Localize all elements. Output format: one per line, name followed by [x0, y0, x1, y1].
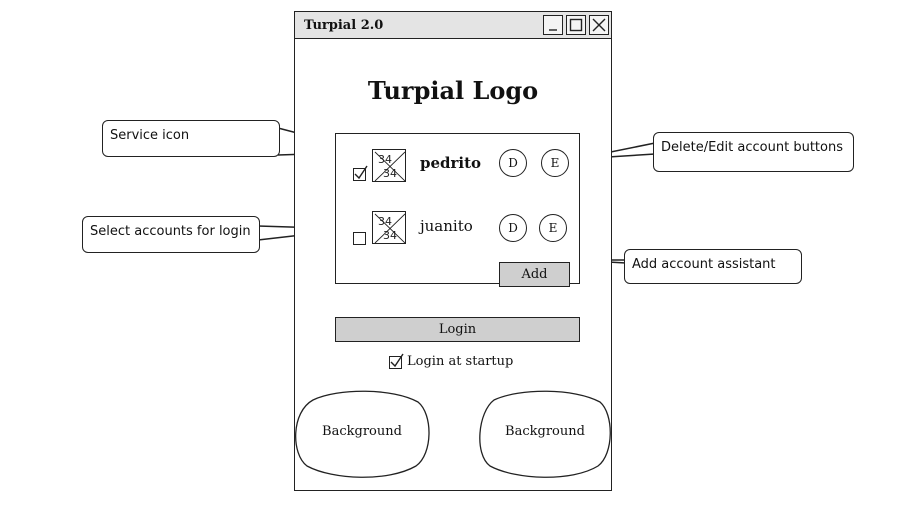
- callout-add-assistant-text: Add account assistant: [632, 257, 776, 272]
- callout-service-icon: Service icon: [102, 120, 280, 157]
- login-at-startup-label: Login at startup: [407, 354, 514, 369]
- callout-select-accounts-text: Select accounts for login: [90, 224, 251, 239]
- account-name-juanito: juanito: [420, 217, 473, 235]
- background-blob-icon: [295, 390, 430, 478]
- minimize-button[interactable]: [543, 15, 563, 35]
- background-shape-left: Background: [293, 390, 431, 478]
- svg-text:34: 34: [378, 215, 392, 228]
- app-window: Turpial 2.0 Turpial Logo: [294, 11, 612, 491]
- service-placeholder-icon: 34 34: [374, 151, 405, 181]
- account-select-checkbox-pedrito[interactable]: [353, 165, 368, 181]
- background-label-right: Background: [505, 424, 585, 439]
- account-select-checkbox-juanito[interactable]: [353, 232, 366, 245]
- callout-delete-edit: Delete/Edit account buttons: [653, 132, 854, 172]
- edit-account-button-juanito[interactable]: E: [539, 214, 567, 242]
- svg-text:34: 34: [383, 167, 397, 180]
- service-icon: 34 34: [372, 149, 406, 182]
- delete-account-button-juanito[interactable]: D: [499, 214, 527, 242]
- background-blob-icon: [479, 390, 611, 478]
- background-shape-right: Background: [476, 390, 614, 478]
- svg-text:34: 34: [378, 153, 392, 166]
- title-bar: Turpial 2.0: [295, 12, 611, 39]
- maximize-icon: [569, 18, 583, 32]
- callout-add-assistant: Add account assistant: [624, 249, 802, 284]
- background-label-left: Background: [322, 424, 402, 439]
- callout-service-icon-text: Service icon: [110, 128, 190, 143]
- check-icon: [390, 353, 404, 368]
- login-button[interactable]: Login: [335, 317, 580, 342]
- delete-account-button-pedrito[interactable]: D: [499, 149, 527, 177]
- svg-text:34: 34: [383, 229, 397, 242]
- app-logo: Turpial Logo: [367, 76, 539, 105]
- service-placeholder-icon: 34 34: [374, 213, 405, 243]
- maximize-button[interactable]: [566, 15, 586, 35]
- check-icon: [354, 165, 368, 180]
- add-account-button[interactable]: Add: [499, 262, 570, 287]
- edit-account-button-pedrito[interactable]: E: [541, 149, 569, 177]
- accounts-panel: 34 34 pedrito D E 34 34 juanito D E Add: [335, 133, 580, 287]
- close-icon: [592, 18, 606, 32]
- login-at-startup-checkbox[interactable]: [389, 353, 404, 369]
- window-title: Turpial 2.0: [304, 18, 384, 33]
- account-name-pedrito: pedrito: [420, 154, 482, 172]
- minimize-icon: [549, 29, 557, 31]
- callout-delete-edit-text: Delete/Edit account buttons: [661, 140, 843, 155]
- callout-select-accounts: Select accounts for login: [82, 216, 260, 253]
- close-button[interactable]: [589, 15, 609, 35]
- service-icon: 34 34: [372, 211, 406, 244]
